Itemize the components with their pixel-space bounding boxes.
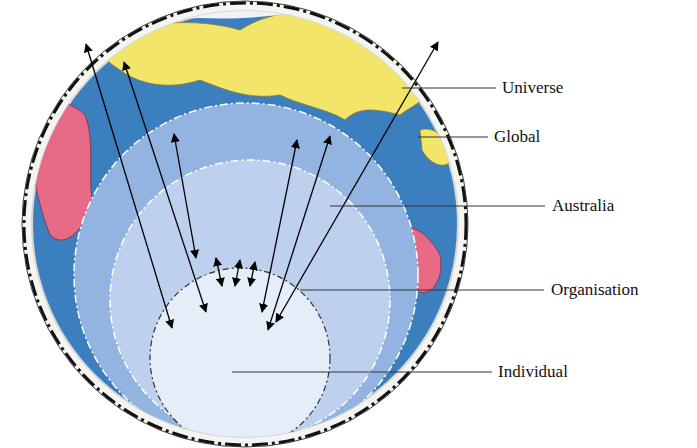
level-label: Organisation — [549, 280, 641, 300]
interaction-arrows — [86, 42, 438, 330]
level-label: Universe — [500, 78, 565, 98]
leader-lines — [232, 88, 545, 372]
level-label: Individual — [496, 362, 570, 382]
land-arctic — [120, 2, 330, 18]
australia-circle — [74, 103, 418, 447]
universe-rim — [22, 1, 468, 447]
land-pacific — [420, 129, 452, 165]
level-label: Australia — [550, 196, 616, 216]
individual-circle — [150, 268, 330, 448]
land-asia — [95, 11, 445, 120]
level-label: Global — [492, 127, 542, 147]
